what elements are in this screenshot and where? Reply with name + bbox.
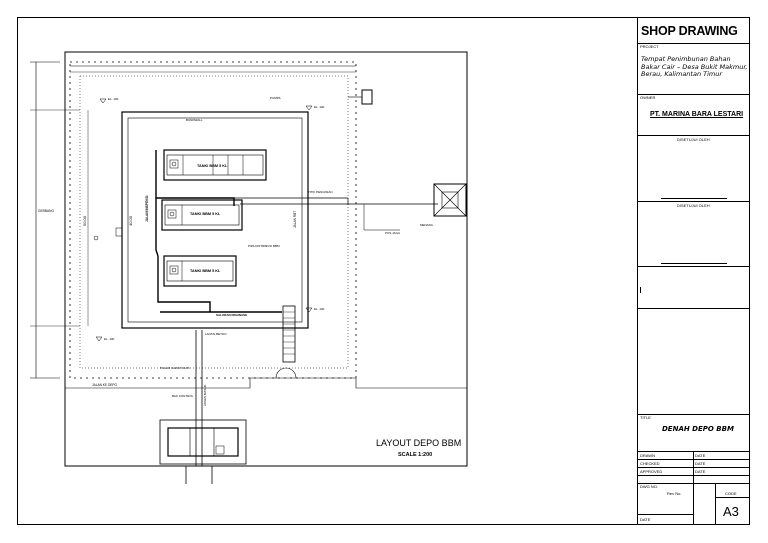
gate-swing [275, 367, 297, 379]
drawn-label: DRAWN [640, 453, 655, 458]
tank-3 [166, 260, 234, 282]
label-pit: BAK KONTROL [172, 394, 194, 398]
road-edge [65, 377, 467, 389]
tank-3-bund [163, 255, 237, 287]
label-jalan-inspeksi: JALAN INSPEKSI [145, 195, 149, 222]
label-el-3: EL. 100 [314, 307, 325, 311]
tank-1 [166, 154, 264, 176]
label-bund: BUNDWALL [186, 118, 203, 122]
checked-label: CHECKED [640, 461, 660, 466]
owner-label: OWNER [640, 95, 656, 100]
tower-symbol [433, 183, 467, 217]
label-el-4: EL. 100 [104, 337, 115, 341]
label-pipe: PIPA DISTRIBUSI BBM [248, 244, 280, 248]
label-fence: PAGAR KAWAT DURI [160, 366, 190, 370]
layout-title: LAYOUT DEPO BBM [376, 438, 461, 448]
drawing-sheet-border [17, 17, 750, 525]
label-shelter: POS JAGA [385, 231, 400, 235]
title-value: DENAH DEPO BBM [662, 425, 734, 433]
label-jalan-rbt: JALAN RBT [293, 211, 297, 228]
tank-1-bund [163, 149, 267, 181]
project-text: Tempat Penimbunan Bahan Bakar Cair – Des… [641, 55, 748, 78]
tank-2 [164, 204, 240, 226]
title-block: SHOP DRAWING PROJECT Tempat Penimbunan B… [637, 17, 750, 525]
label-pump: POMPA [270, 96, 281, 100]
owner-name: PT. MARINA BARA LESTARI [650, 111, 744, 118]
project-label: PROJECT [640, 44, 659, 49]
approved-label: APPROVED [640, 469, 663, 474]
access-ramp [282, 305, 296, 363]
plan-frame [64, 51, 468, 467]
signature-line-1 [661, 198, 727, 199]
label-entry: AKSES MASUK [203, 384, 207, 406]
paper-size: A3 [723, 504, 739, 519]
tank-3-label: TANKI BBM 5 KL [190, 269, 221, 273]
label-gate: GERBANG [38, 209, 54, 213]
layout-scale: SCALE 1:200 [398, 452, 432, 458]
title-label: TITLE [640, 415, 651, 420]
dwg-label: DWG NO. [640, 484, 658, 489]
signature-line-2 [661, 263, 727, 264]
guard-house [159, 419, 247, 465]
label-drain: SALURAN DRAINASE [216, 313, 247, 317]
label-dim-b: 40.00 [128, 215, 133, 226]
drawn-date-label: DATE [695, 453, 706, 458]
tank-1-label: TANKI BBM 5 KL [197, 164, 228, 168]
label-tower: MENARA [420, 223, 433, 227]
code-label: CODE [725, 491, 737, 496]
label-el-2: EL. 100 [314, 105, 325, 109]
pipe-run-1 [155, 150, 235, 206]
label-distribution: TITIK PENGISIAN [308, 190, 333, 194]
label-concrete: LANTAI BETON [205, 332, 226, 336]
approved-by-1: DISETUJUI OLEH [677, 137, 710, 142]
label-road: JALAN KE DEPO [92, 383, 117, 387]
tank-2-bund [161, 199, 243, 231]
pump-symbol [361, 89, 373, 105]
tank-2-label: TANKI BBM 5 KL [190, 212, 221, 216]
checked-date-label: DATE [695, 461, 706, 466]
label-el-1: EL. 100 [108, 97, 119, 101]
fence-outline [69, 61, 357, 379]
heading: SHOP DRAWING [641, 24, 738, 38]
approved-date-label: DATE [695, 469, 706, 474]
label-dim-a: 50.00 [82, 215, 87, 226]
approved-by-2: DISETUJUI OLEH [677, 203, 710, 208]
concrete-pad [121, 111, 309, 329]
rev-label: Rev No. [667, 491, 682, 496]
date-label-bottom: DATE [640, 517, 651, 522]
